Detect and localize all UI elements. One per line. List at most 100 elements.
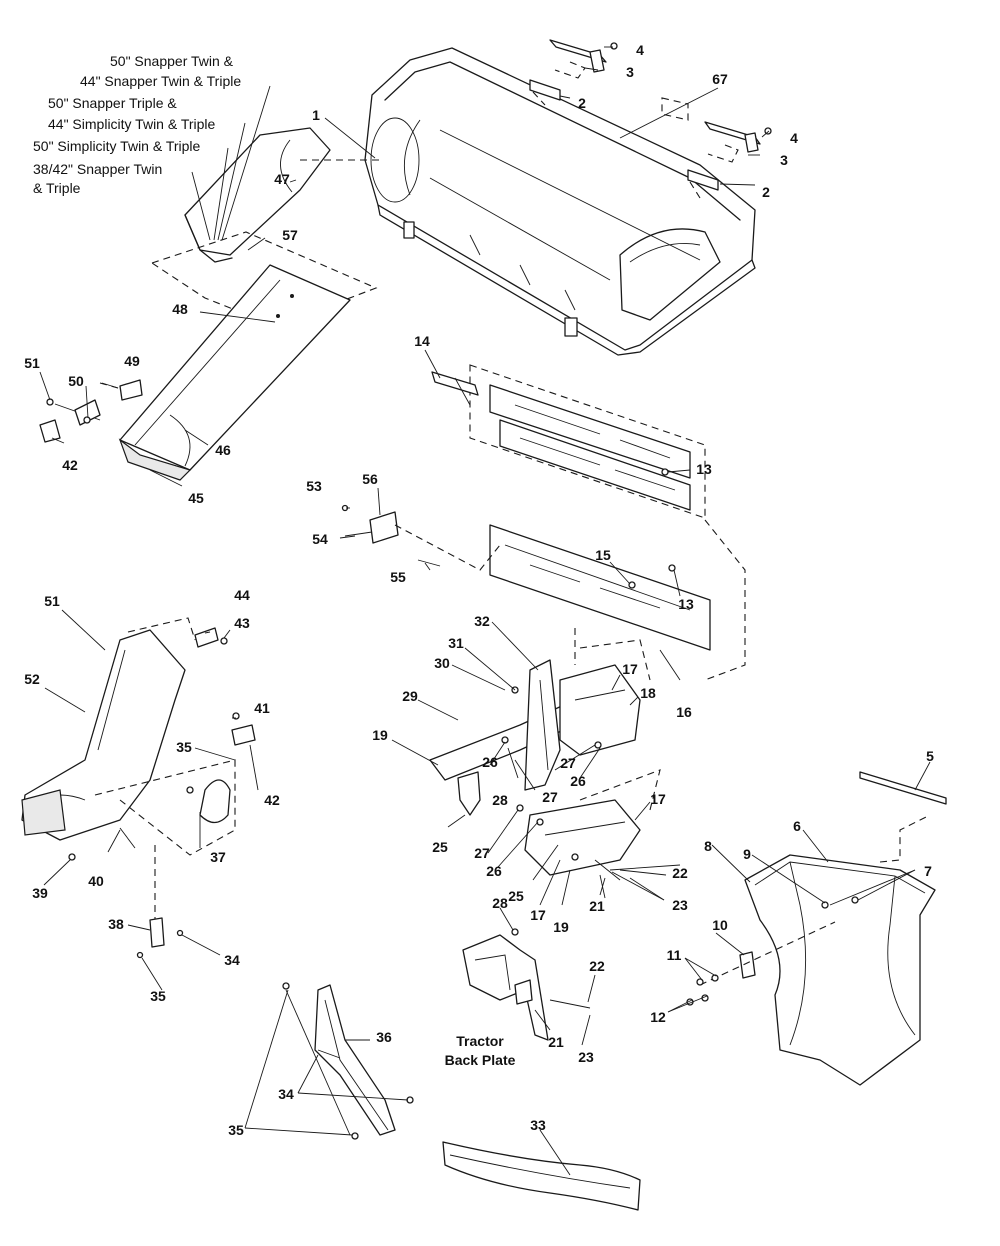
callout: 52 [24,671,40,687]
callout: 39 [32,885,48,901]
callout: 44 [234,587,250,603]
callout: 2 [762,184,770,200]
callout: 18 [640,685,656,701]
callout: 3 [626,64,634,80]
callout: 10 [712,917,728,933]
callout: 21 [548,1034,564,1050]
latch-upper [529,39,618,106]
callout: 41 [254,700,270,716]
tractor-back-plate [462,928,591,1041]
callout: 33 [530,1117,546,1133]
back-plate-label-line-1: Tractor [456,1033,504,1049]
callouts: 1 2 2 3 3 4 4 5 6 7 8 9 10 11 12 13 13 1… [24,42,934,1138]
callout: 3 [780,152,788,168]
callout: 50 [68,373,84,389]
back-plate-label-line-2: Back Plate [445,1052,516,1068]
callout: 38 [108,916,124,932]
callout: 54 [312,531,328,547]
callout: 25 [432,839,448,855]
mount-plate-upper [431,364,706,519]
callout: 23 [672,897,688,913]
note-line-5: 50" Simplicity Twin & Triple [33,138,201,154]
callout: 14 [414,333,430,349]
clip-group [341,504,501,571]
callout: 42 [264,792,280,808]
callout: 22 [672,865,688,881]
callout: 11 [667,947,682,963]
bumper-33 [442,1141,641,1211]
clip-38 [136,845,184,959]
callout: 40 [88,873,104,889]
callout: 27 [474,845,490,861]
callout: 47 [274,171,290,187]
note-line-7: & Triple [33,180,81,196]
callout: 13 [696,461,712,477]
callout: 23 [578,1049,594,1065]
callout: 8 [704,838,712,854]
callout: 67 [712,71,728,87]
leader-lines [39,46,931,1176]
note-line-3: 50" Snapper Triple & [48,95,177,111]
callout: 30 [434,655,450,671]
callout: 48 [172,301,188,317]
callout: 51 [24,355,40,371]
mount-plate-lower [489,519,746,681]
callout: 7 [924,863,932,879]
callout: 46 [215,442,231,458]
callout: 19 [372,727,388,743]
side-bracket [21,617,256,861]
callout: 12 [650,1009,666,1025]
callout: 35 [228,1122,244,1138]
callout: 22 [589,958,605,974]
callout: 51 [44,593,60,609]
callout: 28 [492,792,508,808]
callout: 26 [486,863,502,879]
bagger-cover [364,47,756,356]
callout: 9 [743,846,751,862]
callout: 37 [210,849,226,865]
callout: 2 [578,95,586,111]
hitch-lower [516,769,681,899]
callout: 56 [362,471,378,487]
note-line-2: 44" Snapper Twin & Triple [80,73,241,89]
hitch-arm [429,628,651,816]
callout: 27 [542,789,558,805]
callout: 35 [150,988,166,1004]
chute-tube [118,264,351,481]
note-line-6: 38/42" Snapper Twin [33,161,162,177]
callout: 34 [278,1086,294,1102]
latch-right [687,121,772,199]
note-line-4: 44" Simplicity Twin & Triple [48,116,216,132]
callout: 29 [402,688,418,704]
callout: 32 [474,613,490,629]
callout: 57 [282,227,298,243]
callout: 17 [530,907,546,923]
callout: 43 [234,615,250,631]
bag-box [699,814,936,1086]
callout: 21 [589,898,605,914]
callout: 25 [508,888,524,904]
callout: 26 [482,754,498,770]
callout: 19 [553,919,569,935]
callout: 6 [793,818,801,834]
callout: 4 [790,130,798,146]
callout: 49 [124,353,140,369]
callout: 17 [650,791,666,807]
callout: 55 [390,569,406,585]
callout: 28 [492,895,508,911]
callout: 4 [636,42,644,58]
callout: 5 [926,748,934,764]
callout: 27 [560,755,576,771]
callout: 17 [622,661,638,677]
note-line-1: 50" Snapper Twin & [110,53,234,69]
callout: 53 [306,478,322,494]
callout: 13 [678,596,694,612]
support-bracket-36 [282,982,414,1140]
callout: 45 [188,490,204,506]
callout: 16 [676,704,692,720]
tractor-back-plate-label: Tractor Back Plate [445,1033,516,1068]
callout: 26 [570,773,586,789]
callout: 36 [376,1029,392,1045]
callout: 1 [312,107,320,123]
